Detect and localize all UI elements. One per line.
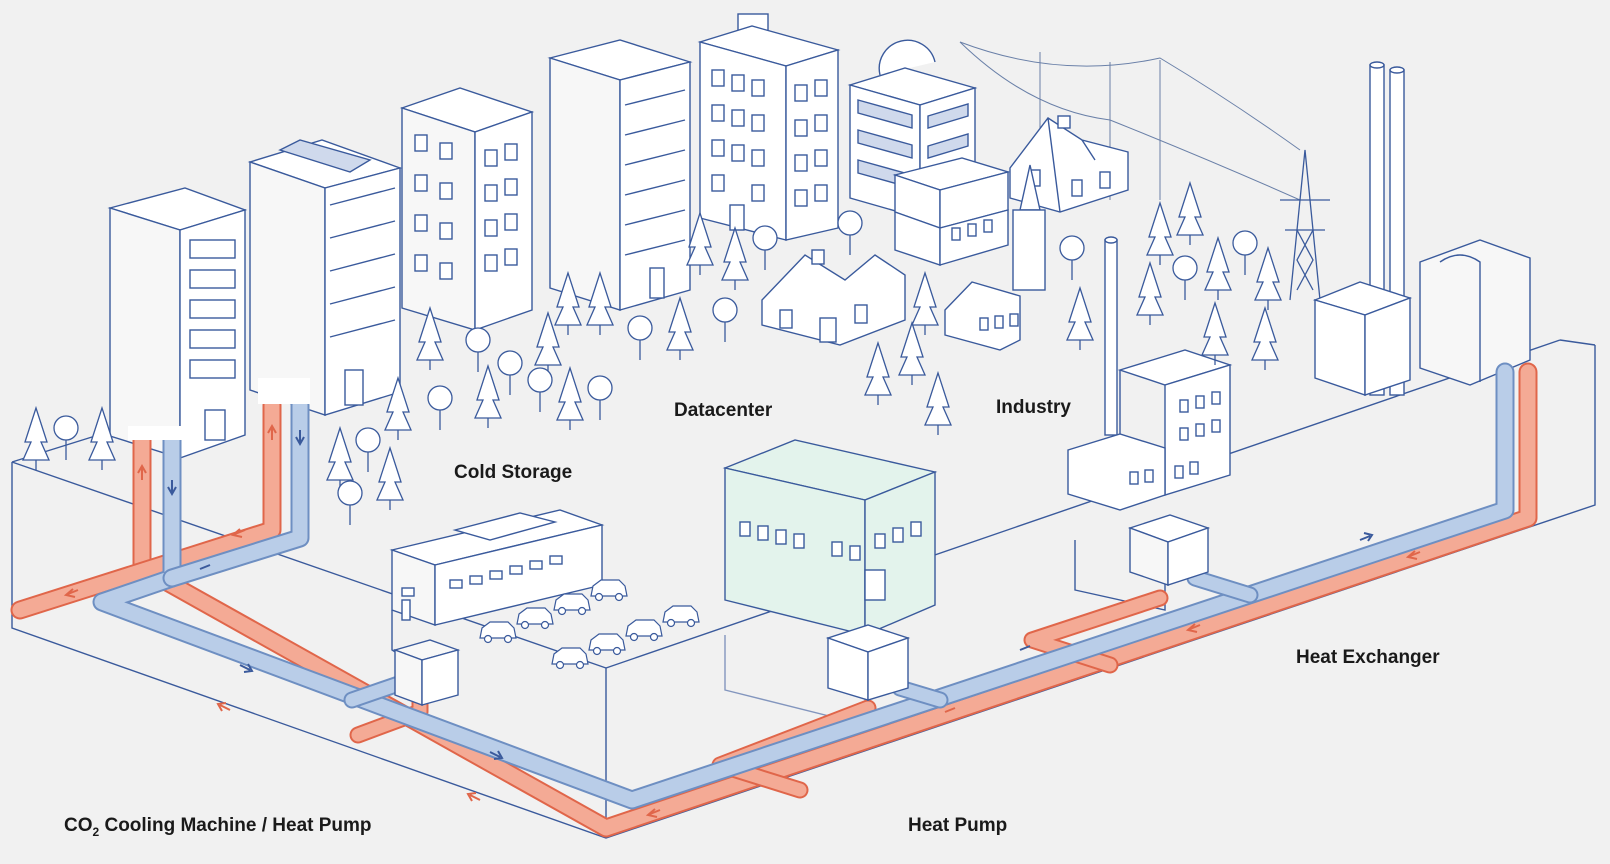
- building-balcony-tower: [547, 39, 693, 311]
- building-apartment-1: [107, 187, 248, 459]
- label-heat-pump: Heat Pump: [902, 813, 1014, 839]
- label-cold-storage: Cold Storage: [448, 460, 579, 486]
- building-cold-storage: [389, 509, 605, 656]
- building-solar-apartment: [247, 139, 403, 416]
- label-co2-prefix: CO: [64, 815, 93, 836]
- building-house-1: [1009, 115, 1129, 213]
- building-base-patches: [128, 378, 310, 440]
- label-co2-subscript: 2: [92, 824, 100, 839]
- building-house-2: [761, 249, 906, 346]
- building-heat-pump-station: [722, 439, 938, 726]
- label-co2-cooling-machine: CO2 Cooling Machine / Heat Pump: [58, 813, 378, 841]
- label-datacenter: Datacenter: [668, 398, 779, 424]
- label-heat-exchanger: Heat Exchanger: [1290, 645, 1446, 671]
- building-tower: [399, 87, 535, 331]
- building-power-plant: [1104, 61, 1531, 436]
- building-low-block: [892, 157, 1011, 266]
- flow-arrows: [63, 423, 1421, 818]
- building-church: [944, 164, 1046, 351]
- building-factory: [1067, 349, 1233, 611]
- connection-stations: [392, 514, 1211, 707]
- power-pylon: [1280, 149, 1330, 301]
- building-office-tower: [697, 13, 841, 241]
- pipe-network-cold: [92, 362, 1515, 810]
- label-co2-suffix: Cooling Machine / Heat Pump: [99, 815, 372, 836]
- label-industry: Industry: [990, 395, 1077, 421]
